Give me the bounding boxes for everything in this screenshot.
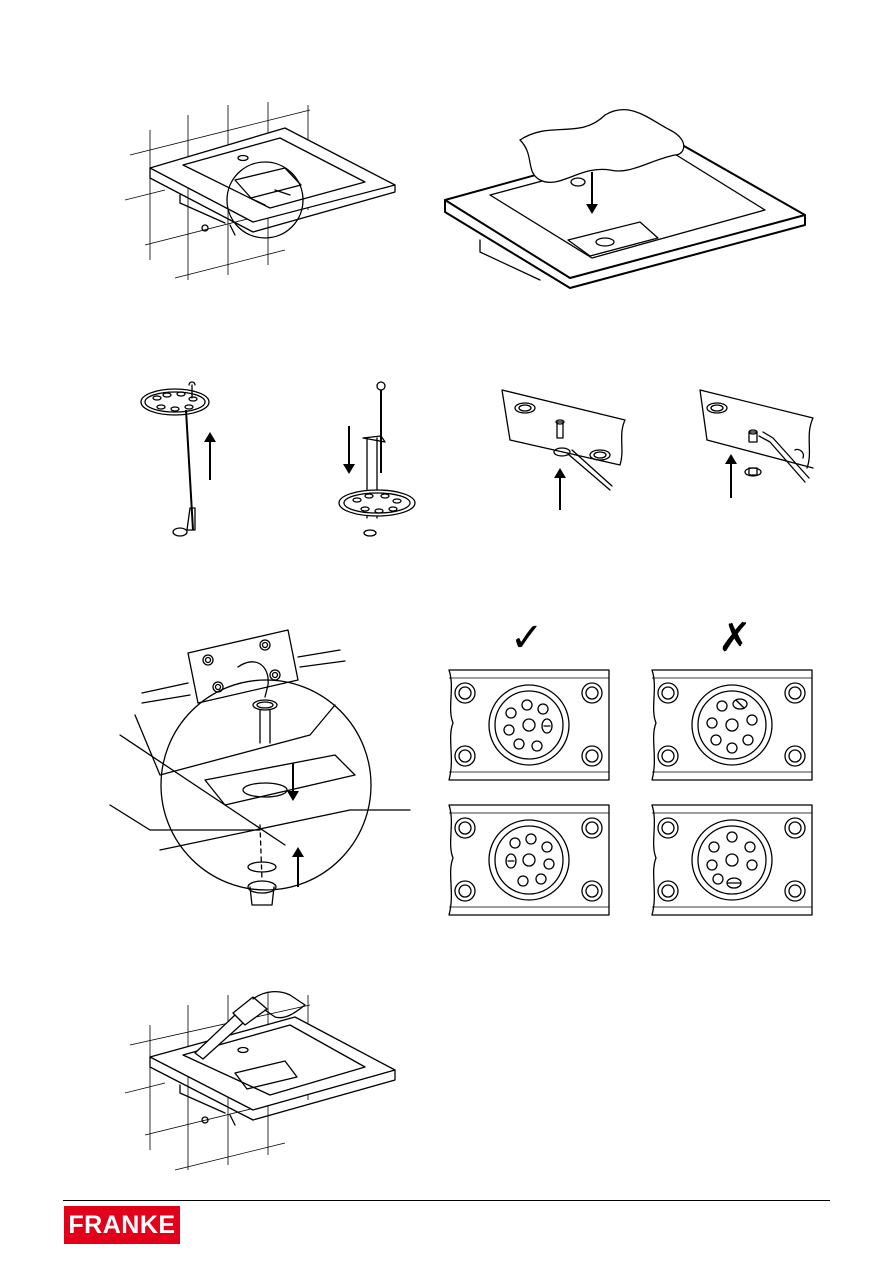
grate-orientation-incorrect-1-figure bbox=[650, 668, 815, 783]
earth-terminal-icon bbox=[500, 380, 630, 510]
waste-grate-rod-insert-figure bbox=[335, 378, 430, 540]
basin-wall-mounted-figure bbox=[125, 100, 405, 285]
earth-terminal-icon bbox=[695, 380, 815, 510]
grate-orientation-correct-2-figure bbox=[447, 803, 612, 918]
waste-assembly-detail-figure bbox=[110, 625, 420, 915]
waste-grate-icon bbox=[135, 380, 225, 540]
correct-check-icon: ✓ bbox=[510, 618, 544, 658]
incorrect-cross-icon: ✗ bbox=[718, 618, 752, 658]
grate-orientation-incorrect-2-figure bbox=[650, 803, 815, 918]
cable-earth-connection-1-figure bbox=[500, 380, 630, 510]
basin-protective-cover-figure bbox=[440, 100, 810, 290]
grate-correct-icon bbox=[447, 668, 612, 783]
waste-assembly-icon bbox=[110, 625, 420, 915]
sealant-gun-icon bbox=[125, 985, 405, 1175]
basin-sealant-application-figure bbox=[125, 985, 405, 1175]
grate-incorrect-icon bbox=[650, 668, 815, 783]
grate-correct-icon bbox=[447, 803, 612, 918]
cover-cloth-icon bbox=[440, 100, 810, 290]
waste-rod-icon bbox=[335, 378, 430, 540]
logo-text: FRANKE bbox=[68, 1211, 175, 1240]
grate-orientation-correct-1-figure bbox=[447, 668, 612, 783]
grate-incorrect-icon bbox=[650, 803, 815, 918]
franke-logo: FRANKE bbox=[64, 1206, 180, 1244]
washbasin-wall-icon bbox=[125, 100, 405, 285]
cable-earth-connection-2-figure bbox=[695, 380, 815, 510]
footer-rule bbox=[63, 1200, 830, 1201]
waste-grate-cable-figure bbox=[135, 380, 225, 540]
